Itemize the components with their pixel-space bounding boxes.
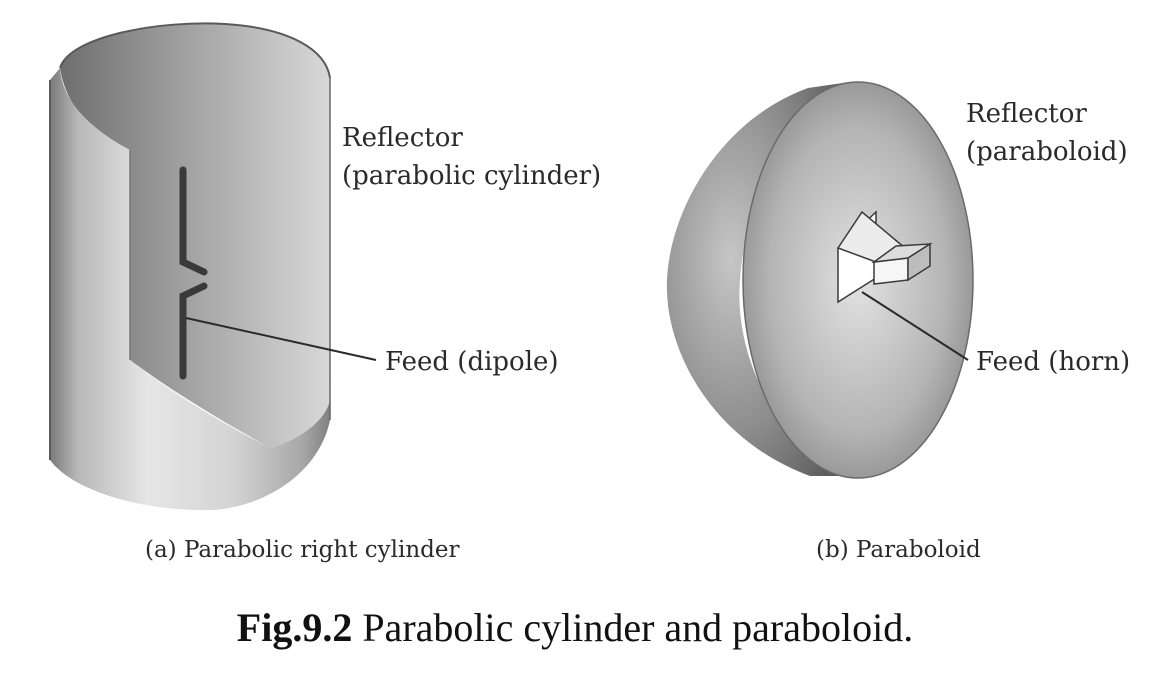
- figure-caption-text: Parabolic cylinder and paraboloid.: [362, 605, 914, 650]
- dipole-upper-arm: [179, 166, 208, 276]
- cylinder-outer-surface: [50, 68, 330, 511]
- figure-caption: Fig.9.2 Parabolic cylinder and paraboloi…: [0, 604, 1150, 651]
- cylinder-top-rim: [59, 22, 331, 79]
- horn-feed: [836, 210, 933, 304]
- dipole-lower-arm: [179, 282, 208, 380]
- feed-dipole-leader-line: [185, 317, 377, 361]
- reflector-a-label-line2: (parabolic cylinder): [342, 161, 601, 191]
- cylinder-inner-surface: [60, 23, 330, 449]
- feed-horn-label: Feed (horn): [976, 347, 1130, 377]
- feed-horn-leader-line: [861, 291, 969, 361]
- subcaption-b: (b) Paraboloid: [816, 537, 981, 563]
- reflector-b-label-line1: Reflector: [966, 99, 1087, 129]
- feed-dipole-label: Feed (dipole): [385, 347, 559, 377]
- dipole-feed: [179, 166, 208, 380]
- reflector-a-label-line1: Reflector: [342, 123, 463, 153]
- paraboloid-outer-shell: [666, 82, 850, 476]
- figure-number: Fig.9.2: [236, 605, 353, 650]
- paraboloid-reflector: [666, 81, 974, 479]
- subcaption-a: (a) Parabolic right cylinder: [145, 537, 459, 563]
- reflector-b-label-line2: (paraboloid): [966, 137, 1128, 167]
- horn-waveguide-side: [907, 242, 931, 282]
- parabolic-cylinder-reflector: [49, 22, 331, 511]
